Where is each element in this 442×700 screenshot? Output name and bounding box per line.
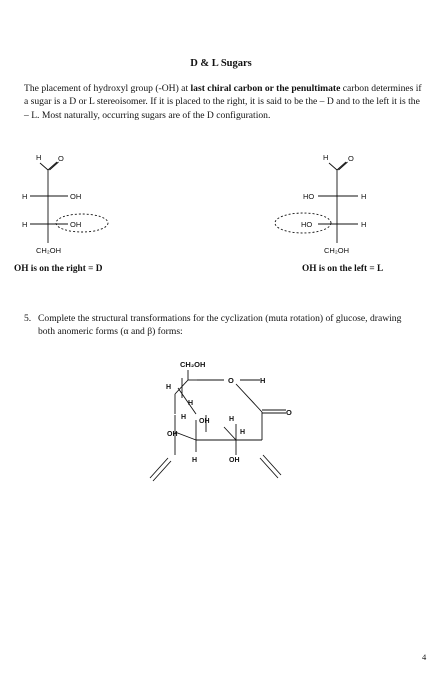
l-aldehyde-o-bond	[336, 161, 347, 171]
d-row2-right: OH	[70, 220, 81, 229]
page-number: 4	[422, 652, 427, 662]
glucose-ch2oh: CH₂OH	[180, 360, 205, 369]
arrow-right-2	[262, 454, 282, 476]
d-aldehyde-h-bond	[39, 162, 49, 171]
l-caption: OH is on the left = L	[302, 264, 384, 274]
o-to-c1-bond	[235, 383, 263, 413]
glucose-c2-h: H	[192, 457, 197, 464]
arrow-right-1	[259, 457, 279, 479]
l-aldehyde-o: O	[348, 154, 354, 163]
question-number: 5.	[24, 313, 32, 324]
page-title: D & L Sugars	[190, 58, 252, 69]
arrow-left-2	[152, 460, 172, 482]
glucose-c1-h: H	[260, 376, 265, 385]
intro-bold-text: last chiral carbon or the penultimate	[190, 83, 341, 94]
intro-paragraph: The placement of hydroxyl group (-OH) at…	[24, 82, 424, 122]
l-bottom-ch2oh: CH₂OH	[324, 246, 349, 255]
glucose-c2-oh: OH	[229, 457, 240, 464]
intro-text-1: The placement of hydroxyl group (-OH) at	[24, 83, 191, 94]
l-row1-right: H	[361, 192, 366, 201]
d-oh-highlight	[55, 213, 109, 233]
glucose-c4-oh: OH	[199, 418, 210, 425]
l-row2-right: H	[361, 220, 366, 229]
glucose-c2-h2: H	[181, 414, 186, 421]
glucose-c5-h: H	[166, 384, 171, 391]
glucose-c3-h: H	[240, 429, 245, 436]
d-aldehyde-o-bond	[47, 161, 58, 171]
d-aldehyde-h: H	[36, 153, 41, 162]
d-aldehyde-o: O	[58, 154, 64, 163]
l-aldehyde-h: H	[323, 153, 328, 162]
l-row1-left: HO	[303, 192, 314, 201]
d-row1-left: H	[22, 192, 27, 201]
glucose-ring-o: O	[228, 376, 234, 385]
arrow-left-1	[149, 457, 169, 479]
l-aldehyde-h-bond	[328, 162, 338, 171]
intro-text-2: carbon determines if a sugar is a D or L…	[24, 83, 422, 121]
l-row2-left: HO	[301, 220, 312, 229]
glucose-c5-h2: H	[188, 400, 193, 407]
glucose-c4-h: H	[229, 416, 234, 423]
d-row1-right: OH	[70, 192, 81, 201]
l-oh-highlight	[274, 212, 332, 234]
glucose-c1-o: O	[286, 408, 292, 417]
glucose-c3-oh: OH	[167, 431, 178, 438]
d-caption: OH is on the right = D	[14, 264, 103, 274]
d-bottom-ch2oh: CH₂OH	[36, 246, 61, 255]
d-row2-left: H	[22, 220, 27, 229]
question-text: Complete the structural transformations …	[38, 313, 402, 338]
